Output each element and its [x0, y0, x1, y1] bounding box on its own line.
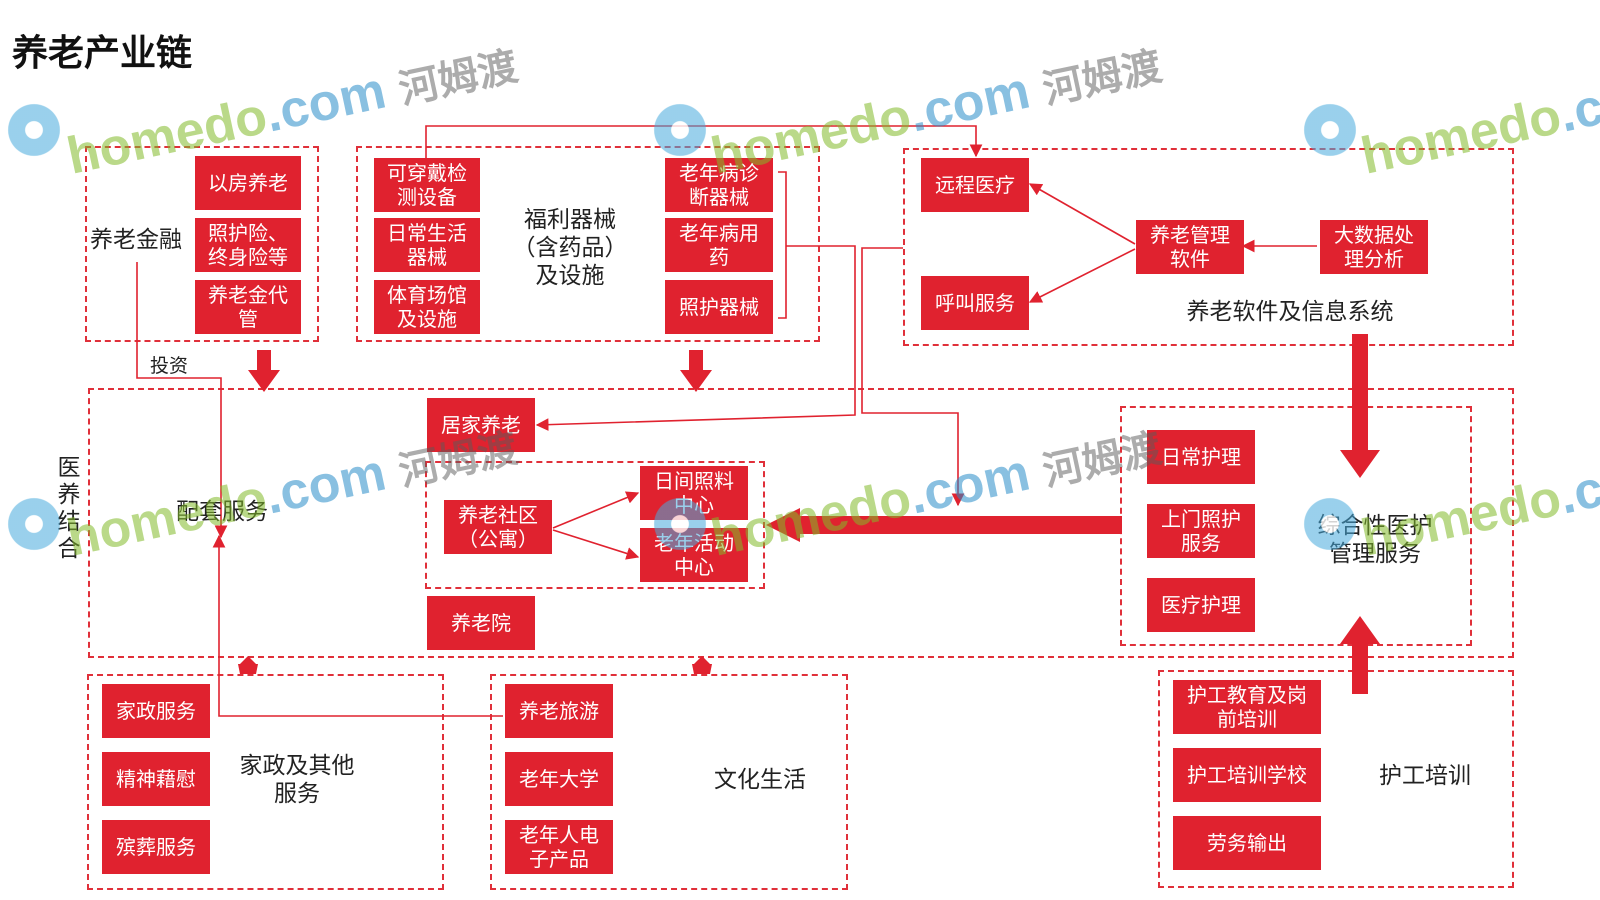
training-education: 护工教育及岗前培训 [1173, 680, 1321, 734]
equip-diagnosis: 老年病诊断器械 [665, 158, 773, 212]
page-title: 养老产业链 [12, 33, 193, 74]
equip-daily: 日常生活器械 [374, 218, 480, 272]
watermark-logo-icon [4, 494, 64, 554]
equip-drugs: 老年病用药 [665, 218, 773, 272]
watermark-logo-icon [1300, 100, 1360, 160]
care-medical: 医疗护理 [1147, 578, 1255, 632]
finance-item-house: 以房养老 [195, 156, 301, 210]
training-school: 护工培训学校 [1173, 748, 1321, 802]
group-culture [490, 674, 848, 890]
group-center [88, 388, 1514, 658]
group-household [87, 674, 444, 890]
finance-label: 养老金融 [90, 227, 182, 253]
culture-label: 文化生活 [714, 767, 806, 793]
finance-item-pension: 养老金代管 [195, 280, 301, 334]
side-label: 医养结合 [57, 455, 81, 562]
nursing-home: 养老院 [427, 596, 535, 650]
group-training [1158, 670, 1514, 888]
culture-electronics: 老年人电子产品 [505, 820, 613, 874]
software-label: 养老软件及信息系统 [1186, 299, 1394, 325]
care-daily: 日常护理 [1147, 430, 1255, 484]
group-community [425, 461, 765, 589]
invest-label: 投资 [149, 355, 188, 377]
equip-care: 照护器械 [665, 280, 773, 334]
household-domestic: 家政服务 [102, 684, 210, 738]
culture-university: 老年大学 [505, 752, 613, 806]
software-bigdata: 大数据处理分析 [1320, 220, 1428, 274]
household-spiritual: 精神藉慰 [102, 752, 210, 806]
software-mgmt: 养老管理软件 [1136, 220, 1244, 274]
care-visit: 上门照护服务 [1147, 504, 1255, 558]
culture-travel: 养老旅游 [505, 684, 613, 738]
watermark-logo-icon [4, 100, 64, 160]
group-software [903, 148, 1514, 346]
household-label: 家政及其他服务 [239, 753, 355, 807]
software-call: 呼叫服务 [921, 276, 1029, 330]
group-equipment [356, 146, 820, 342]
home-care: 居家养老 [427, 398, 535, 452]
software-remote: 远程医疗 [921, 158, 1029, 212]
equip-stadium: 体育场馆及设施 [374, 280, 480, 334]
support-label: 配套服务 [176, 499, 268, 525]
finance-item-insurance: 照护险、终身险等 [195, 218, 301, 272]
training-labor: 劳务输出 [1173, 816, 1321, 870]
watermark-logo-icon [650, 100, 710, 160]
watermark-logo-icon [1300, 494, 1360, 554]
equipment-label: 福利器械（含药品）及设施 [512, 207, 628, 289]
group-finance [85, 146, 319, 342]
equip-wearable: 可穿戴检测设备 [374, 158, 480, 212]
community-apartment: 养老社区（公寓） [444, 500, 552, 554]
household-funeral: 殡葬服务 [102, 820, 210, 874]
training-label: 护工培训 [1379, 763, 1471, 789]
watermark-logo-icon [650, 494, 710, 554]
